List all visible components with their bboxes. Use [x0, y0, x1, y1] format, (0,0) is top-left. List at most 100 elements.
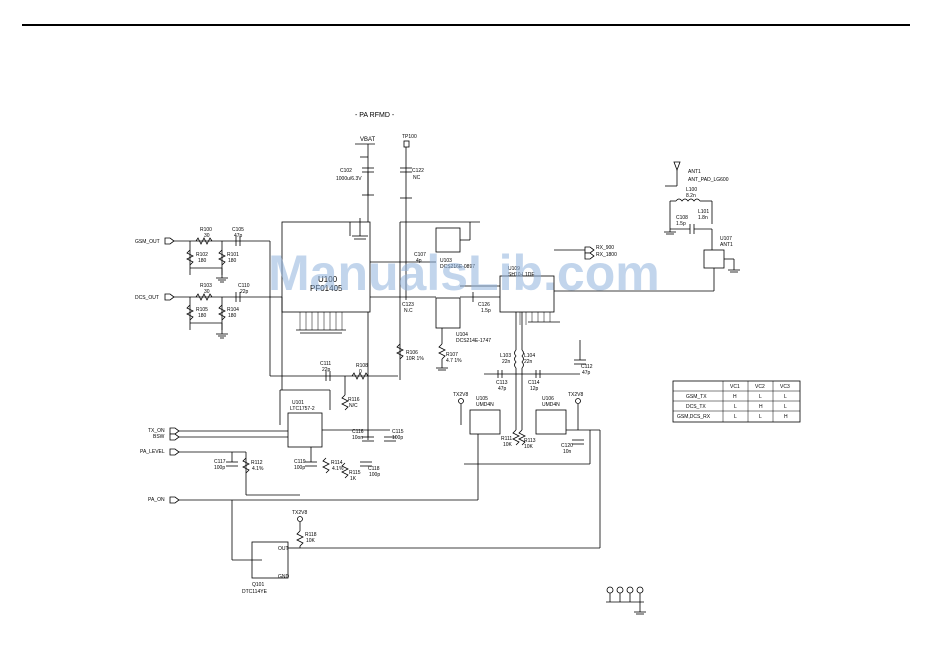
c118-value: 100p: [369, 472, 380, 478]
c113-value: 47p: [498, 386, 507, 392]
bsw-port: [169, 433, 180, 441]
r107-value: 4.7 1%: [446, 358, 462, 364]
c105-value: 47p: [234, 233, 243, 239]
r106-label: R106: [406, 350, 418, 356]
c105-label: C105: [232, 227, 244, 233]
r103-label: R103: [200, 283, 212, 289]
c123-value: N.C: [404, 308, 413, 314]
r100-value: 30: [204, 233, 210, 239]
tp100-label: TP100: [402, 134, 417, 140]
r104-value: 180: [228, 313, 237, 319]
c115-value: 100p: [392, 435, 403, 441]
c118-label: C118: [368, 466, 380, 472]
ant1-label: ANT1: [688, 169, 701, 175]
tt-row3-vc1: L: [734, 414, 737, 420]
r101-label: R101: [227, 252, 239, 258]
r114-value: 4.1%: [332, 466, 344, 472]
c107-label: C107: [414, 252, 426, 258]
rx-1800-port: [584, 252, 595, 260]
r107-label: R107: [446, 352, 458, 358]
tt-row1-vc2: L: [759, 394, 762, 400]
pa-level-port: [169, 448, 180, 456]
tt-row2-vc2: H: [759, 404, 763, 410]
c113-label: C113: [496, 380, 508, 386]
r111-value: 10K: [503, 442, 513, 448]
u100-label: U100: [318, 275, 338, 284]
tt-row1-vc3: L: [784, 394, 787, 400]
r100-label: R100: [200, 227, 212, 233]
c115-label: C115: [392, 429, 404, 435]
c116-label: C116: [352, 429, 364, 435]
u103-label: U103: [440, 258, 452, 264]
ground-cluster: [606, 586, 646, 615]
txvb-b-label: TX2V8: [568, 392, 584, 398]
r118-value: 10K: [306, 538, 316, 544]
u105-label: U105: [476, 396, 488, 402]
q101-gnd: GND: [278, 574, 290, 580]
u106-label: U106: [542, 396, 554, 402]
r108-value: 0: [359, 369, 362, 375]
u106-switch: [535, 409, 567, 435]
r116-value: N/C: [349, 403, 358, 409]
r108-label: R108: [356, 363, 368, 369]
antenna-icon: [673, 161, 681, 172]
r113-value: 10K: [524, 444, 534, 450]
u109-switch: [499, 275, 555, 313]
r116-label: R116: [348, 397, 360, 403]
u104-coupler: [435, 297, 461, 329]
q101-out: OUT: [278, 546, 289, 552]
r105-value: 180: [198, 313, 207, 319]
l103-value: 22n: [502, 359, 511, 365]
c110-value: 22p: [240, 289, 249, 295]
tt-row1-label: GSM_TX: [686, 394, 707, 400]
q101-label: Q101: [252, 582, 264, 588]
tt-row2-vc1: L: [734, 404, 737, 410]
c119-value: 100p: [294, 465, 305, 471]
r106-value: 10R 1%: [406, 356, 424, 362]
c126-label: C126: [478, 302, 490, 308]
c123-label: C123: [402, 302, 414, 308]
r111-label: R111: [501, 436, 512, 442]
c110-label: C110: [238, 283, 250, 289]
u105-switch: [469, 409, 501, 435]
c120-value: 10n: [563, 449, 572, 455]
r113-label: R113: [524, 438, 536, 444]
l100-value: 8.2n: [686, 193, 696, 199]
c116-value: 10on: [352, 435, 363, 441]
c117-label: C117: [214, 459, 226, 465]
r114-label: R114: [331, 460, 343, 466]
l101-label: L101: [698, 209, 709, 215]
gsm-out-port: [164, 237, 175, 245]
l104-value: 22n: [524, 359, 533, 365]
tx-on-label: TX_ON: [148, 428, 165, 434]
c117-value: 100p: [214, 465, 225, 471]
tt-row2-label: DCS_TX: [686, 404, 706, 410]
c111-value: 22p: [322, 367, 331, 373]
tt-header-vc3: VC3: [780, 384, 790, 390]
pa-level-label: PA_LEVEL: [140, 449, 165, 455]
pa-on-port: [169, 496, 180, 504]
section-title: - PA RFMD -: [355, 112, 395, 119]
c102-label: C102: [340, 168, 352, 174]
dcs-out-label: DCS_OUT: [135, 295, 159, 301]
r115-value: 1K: [350, 476, 357, 482]
c120-label: C120: [561, 443, 573, 449]
r102-label: R102: [196, 252, 208, 258]
r112-label: R112: [251, 460, 263, 466]
u101-controller: [287, 412, 323, 448]
u100-part: PF01405: [310, 284, 343, 293]
tt-row3-vc2: L: [759, 414, 762, 420]
q101-part: DTC114YE: [242, 589, 268, 595]
c119-label: C119: [294, 459, 306, 465]
r104-label: R104: [227, 307, 239, 313]
tt-row3-vc3: H: [784, 414, 788, 420]
vbat-label: VBAT: [360, 137, 376, 143]
bsw-label: BSW: [153, 434, 165, 440]
u107-label: U107: [720, 236, 732, 242]
ant1b-label: ANT1: [720, 242, 733, 248]
c107-value: 4p: [416, 258, 422, 264]
c126-value: 1.5p: [481, 308, 491, 314]
u101-label: U101: [292, 400, 304, 406]
tt-row3-label: GSM,DCS_RX: [677, 414, 711, 420]
